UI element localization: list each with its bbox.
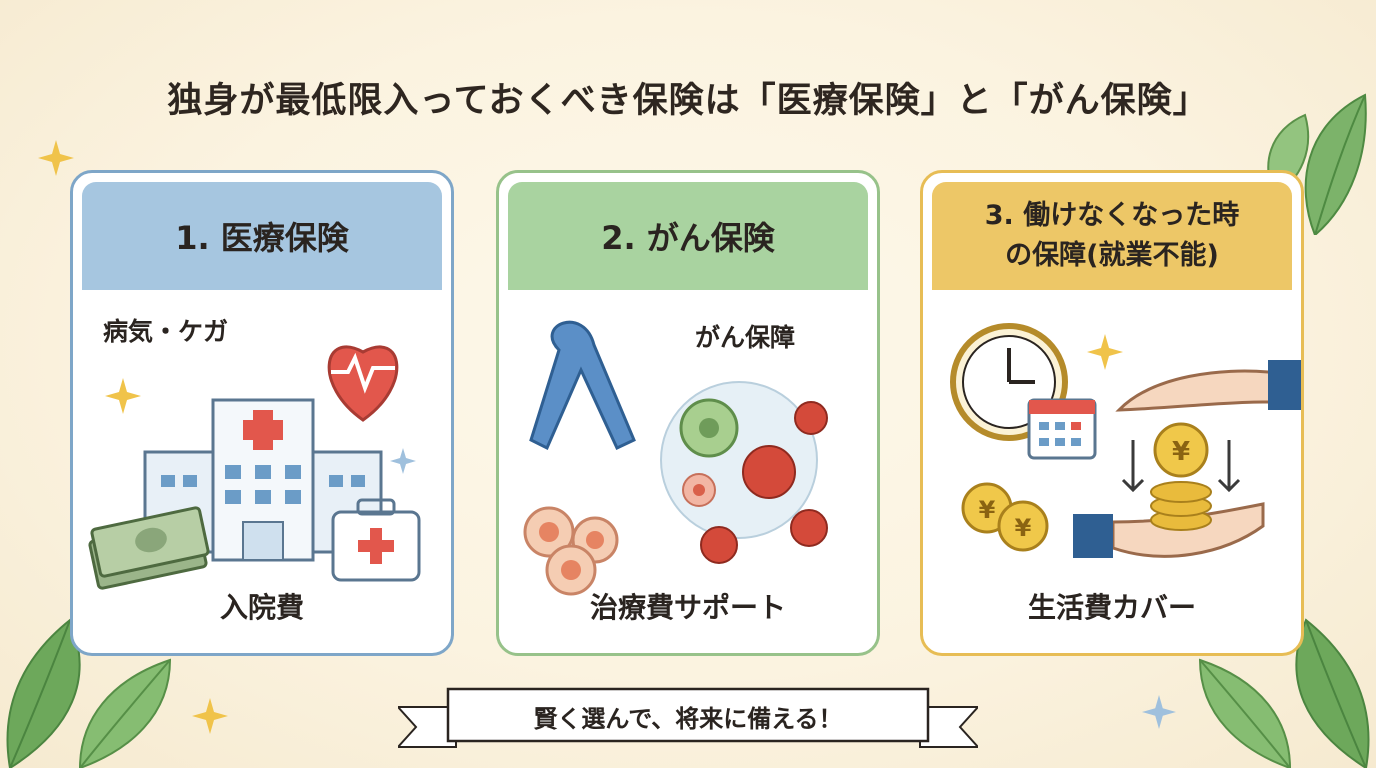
down-arrow-icon <box>1121 440 1241 493</box>
card-heading: 2. がん保険 <box>508 182 868 290</box>
sparkle-icon <box>1142 695 1176 729</box>
sparkle-icon <box>38 140 74 176</box>
yen-coin-icon <box>961 422 1212 552</box>
cancer-insurance-card: 2. がん保険 <box>496 170 880 656</box>
card-heading-line2: の保障(就業不能) <box>1005 240 1219 271</box>
medical-insurance-card: 1. 医療保険 <box>70 170 454 656</box>
cancer-illustration <box>523 320 828 596</box>
slogan-ribbon <box>398 687 978 748</box>
card-top-label: 病気・ケガ <box>103 317 229 346</box>
coin-symbol: ¥ <box>979 496 996 524</box>
disability-insurance-card: 3. 働けなくなった時 の保障(就業不能) <box>920 170 1304 656</box>
calendar-icon <box>1027 398 1097 460</box>
sparkle-icon <box>1087 334 1123 370</box>
card-body: がん保障 治療費サポート <box>499 290 877 650</box>
first-aid-kit-icon <box>331 498 421 582</box>
card-bottom-label: 治療費サポート <box>589 591 786 624</box>
disability-illustration: ¥ ¥ ¥ <box>950 323 1301 558</box>
coin-symbol: ¥ <box>1172 437 1190 467</box>
card-bottom-label: 生活費カバー <box>1027 591 1196 624</box>
card-heading: 1. 医療保険 <box>82 182 442 290</box>
awareness-ribbon-icon <box>529 320 636 451</box>
sparkle-icon <box>105 378 141 414</box>
cancer-cell-icon <box>523 381 818 596</box>
heart-icon <box>327 345 399 422</box>
leaf-decoration-bottom-right <box>1198 618 1370 768</box>
card-body: 病気・ケガ 入院費 <box>73 290 451 650</box>
sparkle-icon <box>192 698 228 734</box>
card-top-label: がん保障 <box>695 323 796 352</box>
sparkle-icon <box>390 448 416 474</box>
virus-icon <box>700 401 828 564</box>
card-bottom-label: 入院費 <box>219 591 304 624</box>
cash-stack-icon <box>88 506 210 590</box>
leaf-decoration-bottom-left <box>6 618 172 768</box>
medical-illustration <box>88 345 421 590</box>
coin-symbol: ¥ <box>1015 514 1032 542</box>
card-heading-line1: 3. 働けなくなった時 <box>984 200 1240 231</box>
slogan-text: 賢く選んで、将来に備える！ <box>533 704 843 733</box>
page-title: 独身が最低限入っておくべき保険は「医療保険」と「がん保険」 <box>167 81 1209 121</box>
card-body: ¥ ¥ ¥ 生活費カバー <box>923 290 1301 650</box>
card-heading: 3. 働けなくなった時 の保障(就業不能) <box>932 182 1292 290</box>
